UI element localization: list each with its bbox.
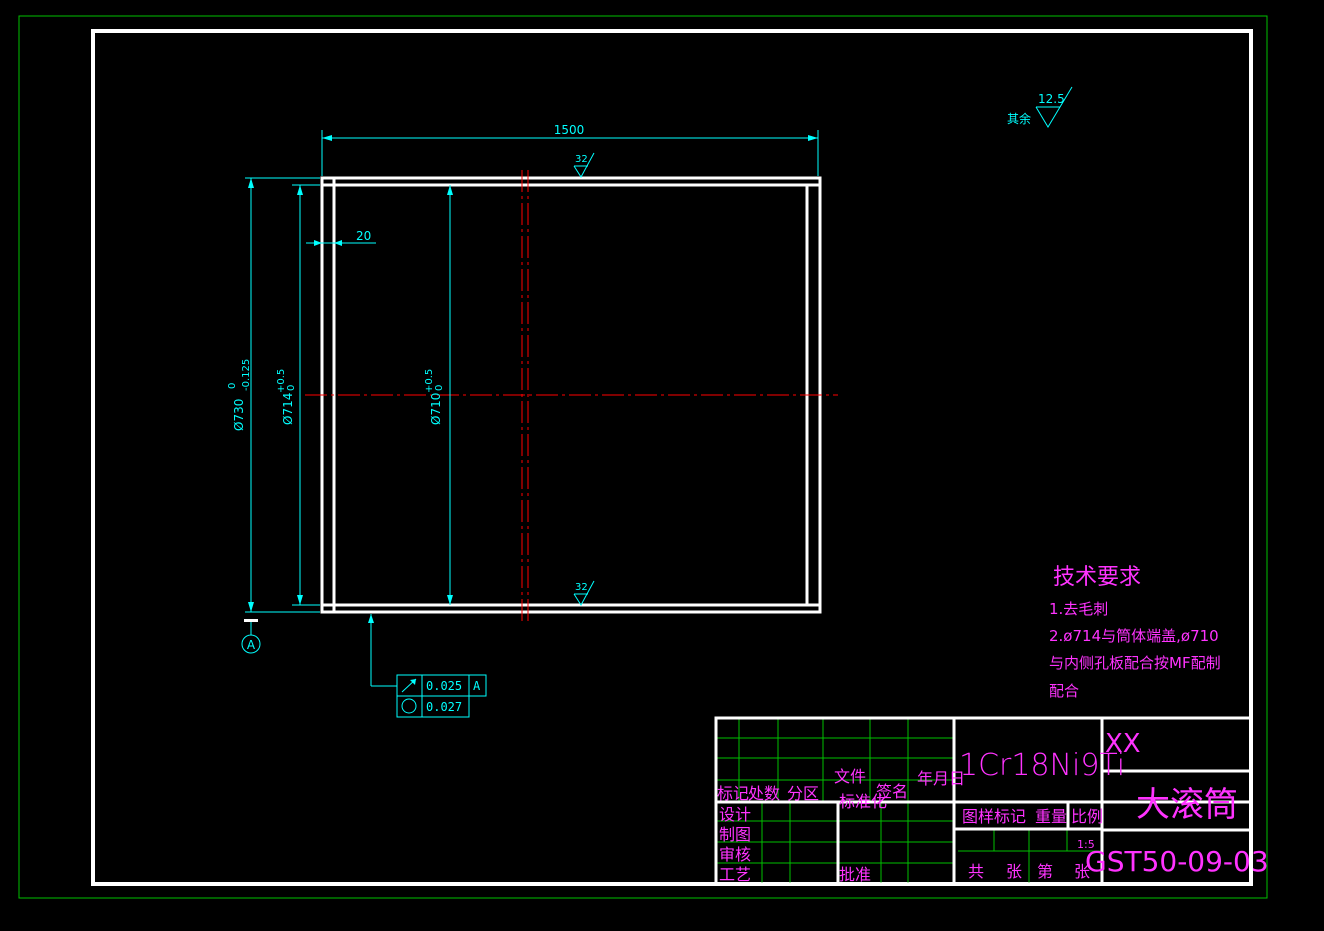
tech-req-line2: 2.ø714与筒体端盖,ø710 (1049, 627, 1219, 645)
dim-wall-text: 20 (356, 229, 371, 243)
tb-scale-label: 比例 (1071, 807, 1103, 826)
tb-date: 年月日 (917, 769, 965, 788)
surface-finish-general-label: 其余 (1007, 111, 1031, 126)
tb-check: 审核 (719, 845, 751, 864)
centerlines (305, 170, 838, 622)
tb-process: 工艺 (719, 865, 751, 884)
surface-finish-bottom (573, 580, 595, 606)
tech-req-line4: 配合 (1049, 682, 1079, 700)
drawing-frame (91, 29, 1253, 886)
dim-inner-tol-lower: 0 (434, 385, 445, 391)
tech-req-line1: 1.去毛刺 (1049, 600, 1108, 618)
surface-finish-top (573, 152, 595, 178)
dim-length-text: 1500 (554, 123, 585, 137)
tb-sheet2: 张 (1074, 862, 1090, 881)
gdt-runout-value: 0.025 (426, 679, 462, 693)
dim-end-tol-lower: 0 (286, 385, 297, 391)
tb-scale-value: 1:5 (1077, 838, 1095, 851)
gdt-leader (368, 614, 397, 687)
tb-weight: 重量 (1035, 807, 1067, 826)
dim-diameters (245, 177, 453, 613)
surface-finish-bottom-value: 32 (575, 582, 588, 593)
dim-wall (306, 240, 376, 246)
tb-design: 设计 (719, 805, 751, 824)
dim-outer-dia-label: Ø730 0 -0.125 (227, 359, 252, 431)
tb-company: XX (1105, 729, 1141, 759)
outer-sheet-border (18, 15, 1268, 899)
tb-std: 标准化 (839, 792, 887, 811)
datum-a-label: A (247, 638, 256, 652)
surface-finish-top-value: 32 (575, 154, 588, 165)
tb-draw: 制图 (719, 825, 751, 844)
gdt-runout-datum: A (473, 679, 481, 693)
tb-part-name: 大滚筒 (1136, 785, 1238, 825)
tb-stage: 图样标记 (962, 807, 1026, 826)
tb-doc: 文件 (834, 767, 866, 786)
tb-material: 1Cr18Ni9Ti (959, 748, 1125, 783)
gdt-roundness-value: 0.027 (426, 700, 462, 714)
tb-count: 处数 (748, 784, 780, 803)
dim-inner-tol-upper: +0.5 (424, 369, 435, 393)
tb-drawing-no: GST50-09-03 (1085, 845, 1269, 878)
tb-mark: 标记 (717, 784, 749, 803)
dim-length (321, 130, 819, 176)
dim-inner-dia: Ø710 (429, 393, 443, 425)
datum-a-symbol (241, 619, 261, 654)
tb-total: 共 (968, 862, 984, 881)
dim-end-dia-label: Ø714 +0.5 0 (276, 369, 297, 425)
tb-no: 第 (1037, 862, 1053, 881)
dim-inner-dia-label: Ø710 +0.5 0 (424, 369, 445, 425)
tech-req-title: 技术要求 (1053, 565, 1141, 590)
dim-outer-tol-lower: -0.125 (241, 359, 252, 391)
tb-sheet: 张 (1006, 862, 1022, 881)
dim-end-tol-upper: +0.5 (276, 369, 287, 393)
tb-approve: 批准 (839, 865, 871, 884)
surface-finish-general (1035, 86, 1073, 128)
dim-outer-dia: Ø730 (232, 399, 246, 431)
tb-sign: 签名 (876, 782, 908, 801)
tech-req-line3: 与内侧孔板配合按MF配制 (1049, 654, 1221, 672)
dim-outer-tol-upper: 0 (227, 383, 238, 389)
gdt-frame (396, 674, 487, 718)
title-block (714, 716, 1253, 886)
dim-end-dia: Ø714 (281, 393, 295, 425)
surface-finish-general-value: 12.5 (1038, 92, 1065, 106)
tb-zone: 分区 (787, 784, 819, 803)
